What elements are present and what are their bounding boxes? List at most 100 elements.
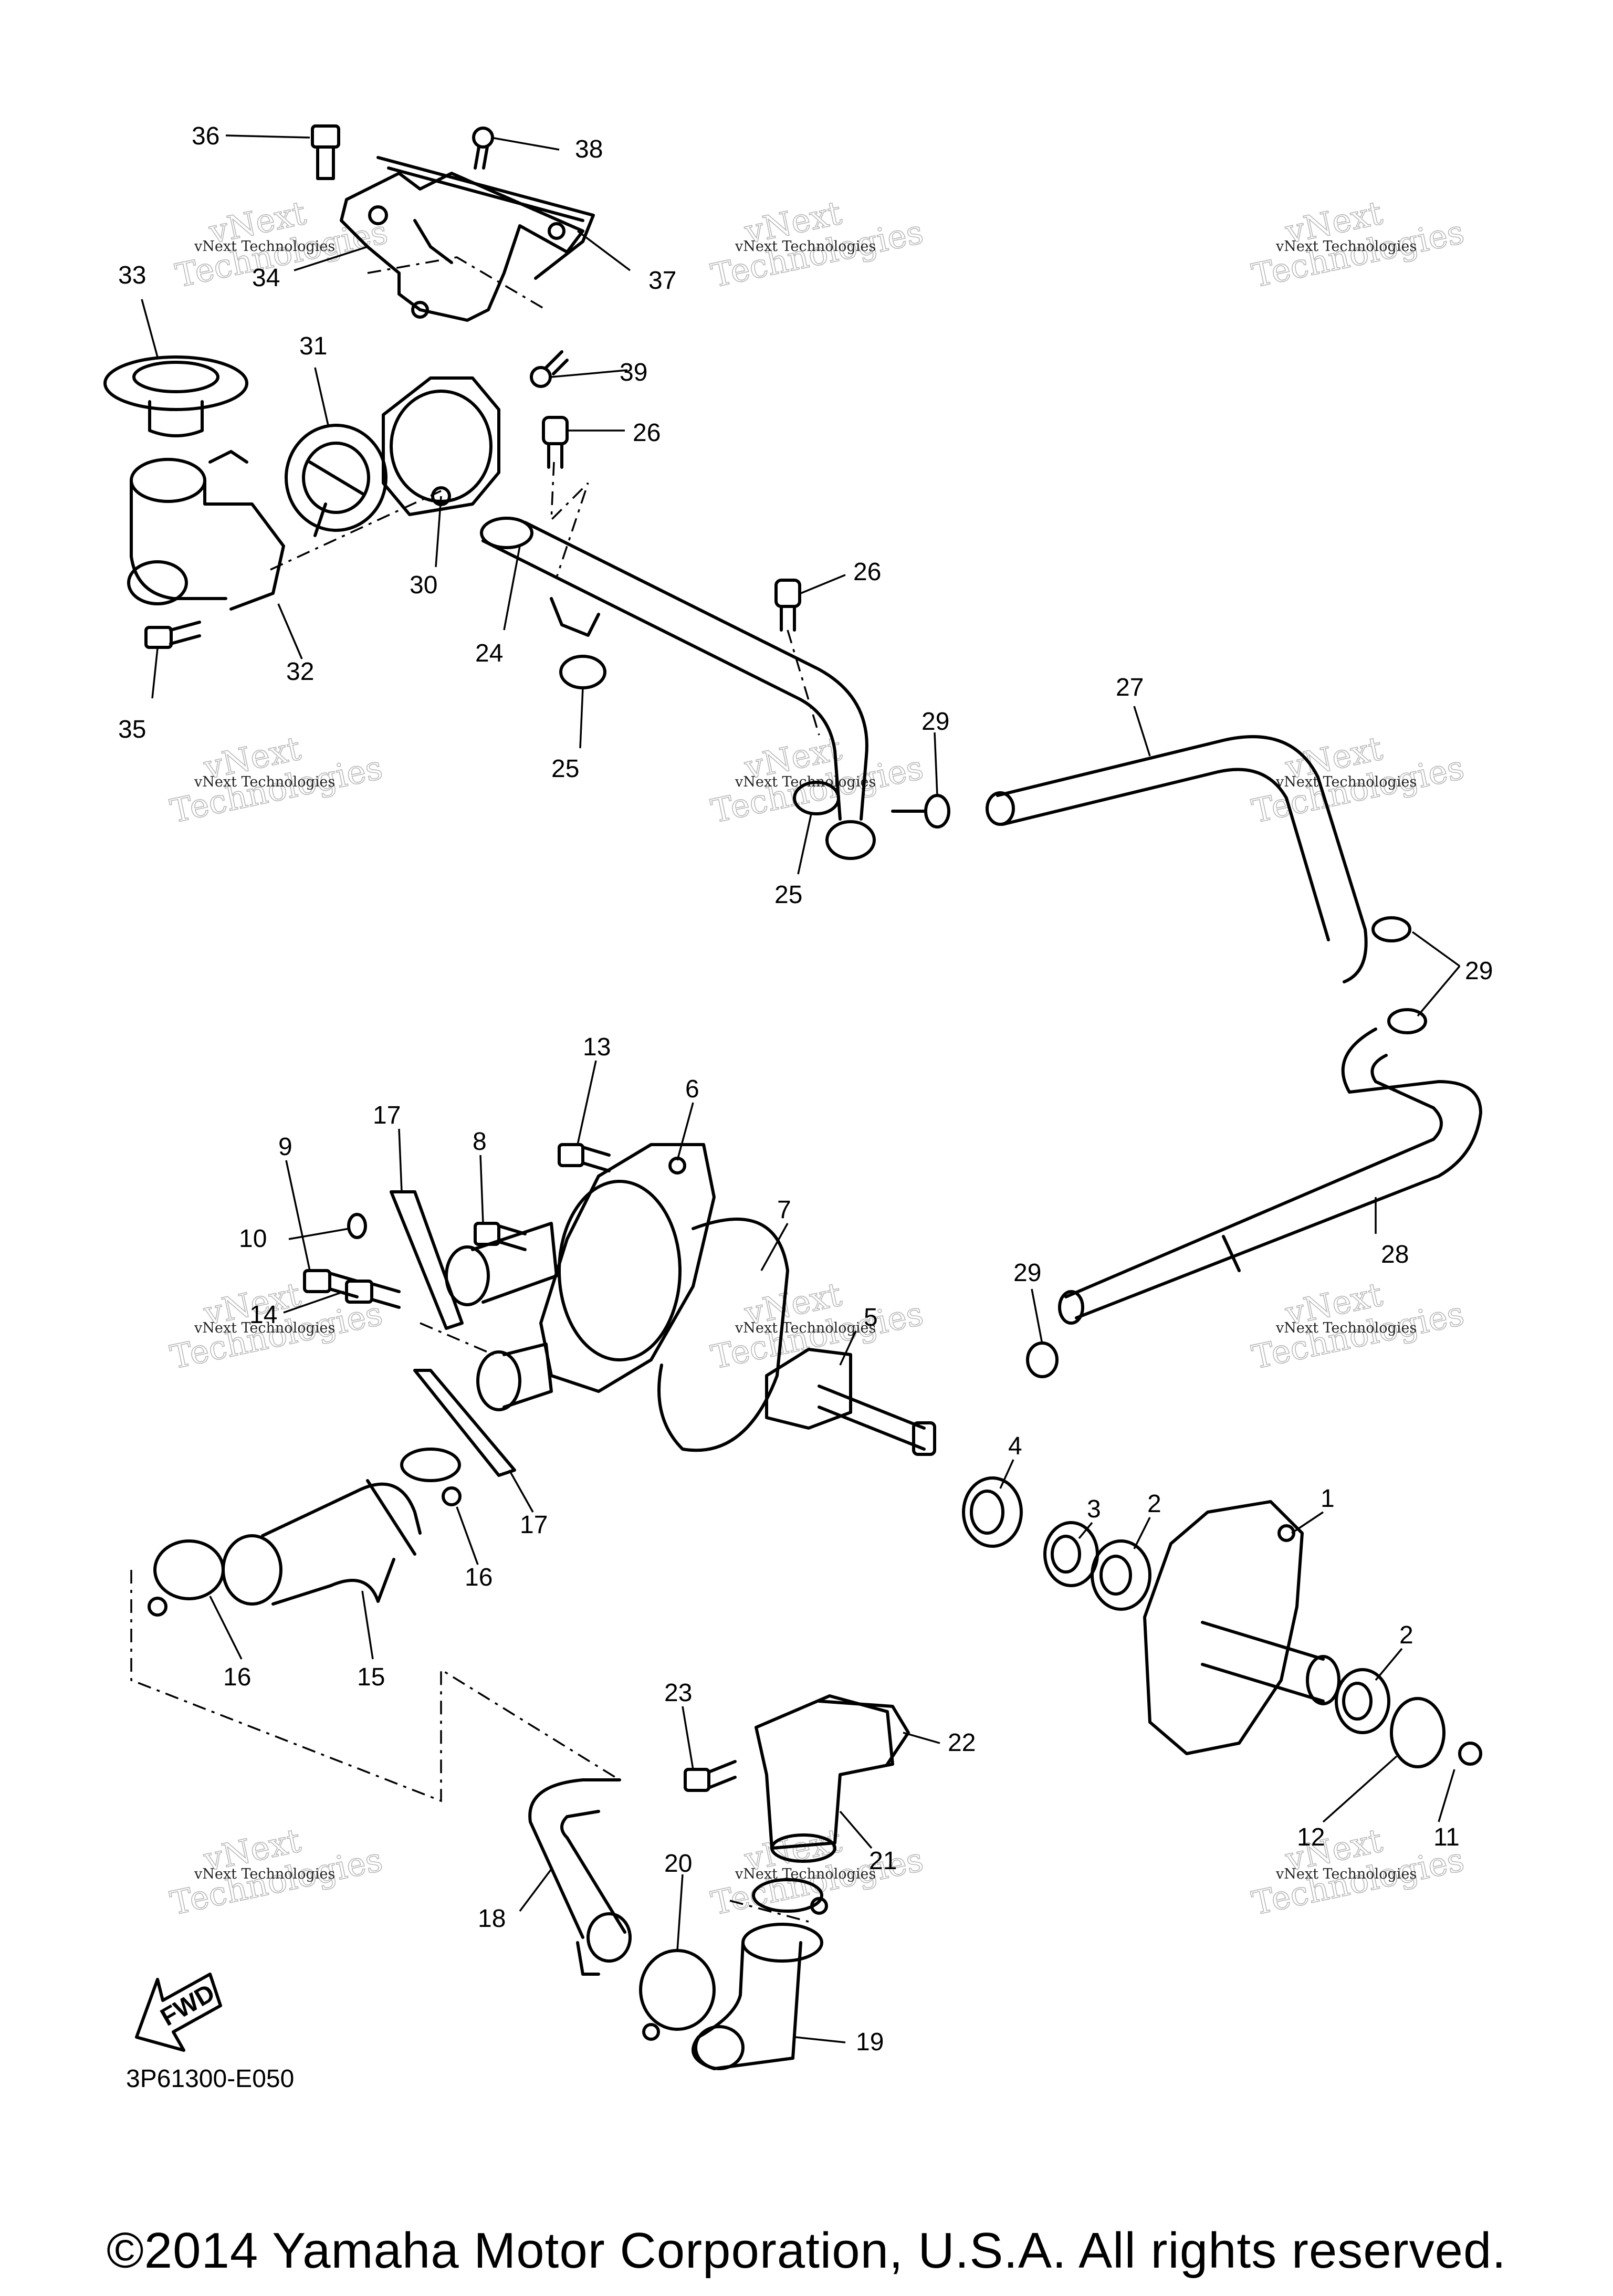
clamp-29-d: [1026, 1341, 1059, 1378]
watermark-small: vNext Technologies: [1275, 1320, 1417, 1336]
callout-17: 17: [373, 1102, 401, 1129]
callout-22: 22: [948, 1729, 976, 1757]
bearing-2-b: [1335, 1668, 1390, 1734]
bolt-13: [558, 1143, 611, 1172]
stay-37: [376, 156, 595, 280]
watermark: vNext Technologies: [1248, 1821, 1468, 1923]
callout-35: 35: [118, 716, 146, 743]
callout-11: 11: [1433, 1823, 1460, 1851]
bolt-9: [303, 1269, 359, 1298]
impeller-5: [765, 1348, 936, 1456]
elbow-19: [692, 1923, 823, 2070]
watermark: vNext Technologies: [1248, 1275, 1468, 1377]
clamp-20-lower: [639, 1949, 716, 2041]
callout-3: 3: [1087, 1495, 1101, 1523]
watermark-small: vNext Technologies: [194, 1320, 335, 1336]
watermark: vNext Technologies: [707, 1275, 927, 1377]
washer-10: [347, 1213, 367, 1239]
watermark: vNext Technologies: [1248, 729, 1468, 831]
watermark: vNext Technologies: [1248, 193, 1468, 296]
fitting-21: [755, 1694, 894, 1863]
hose-28: [1058, 1028, 1482, 1325]
clamp-20-upper: [752, 1878, 828, 1915]
callout-31: 31: [299, 332, 327, 360]
callout-36: 36: [192, 122, 219, 150]
callout-21: 21: [869, 1847, 897, 1875]
hose-15: [222, 1479, 422, 1606]
callouts: 1 2 2 3 4 5 6 7 8 9 10 11 12 13 14 15 16…: [118, 122, 1493, 2056]
copyright-notice: ©2014 Yamaha Motor Corporation, U.S.A. A…: [106, 2222, 1507, 2279]
watermark-small: vNext Technologies: [1275, 1866, 1417, 1882]
watermark-small: vNext Technologies: [735, 1320, 876, 1336]
callout-15: 15: [357, 1663, 385, 1691]
screw-39: [530, 350, 569, 388]
fwd-arrow-icon: FWD: [135, 1973, 222, 2052]
clamp-29-c: [1387, 1008, 1427, 1034]
callout-29: 29: [1013, 1259, 1041, 1287]
radiator-cap-33: [103, 355, 248, 437]
clamp-29-b: [1371, 916, 1411, 942]
outlet-elbow-32: [127, 450, 285, 611]
watermark-small: vNext Technologies: [735, 1866, 876, 1882]
callout-2: 2: [1147, 1490, 1161, 1518]
pipe-24: [480, 517, 876, 860]
watermark-small: vNext Technologies: [194, 774, 335, 790]
clamp-29-a: [891, 794, 950, 829]
pump-housing-6: [445, 1143, 716, 1411]
callout-25: 25: [551, 755, 579, 783]
callout-1: 1: [1321, 1485, 1335, 1513]
callout-24: 24: [475, 639, 503, 667]
watermark: vNext Technologies: [166, 1821, 386, 1923]
callout-39: 39: [620, 359, 647, 386]
screw-38: [472, 127, 494, 170]
callout-16: 16: [223, 1663, 251, 1691]
callout-29: 29: [1465, 957, 1493, 985]
watermark-small: vNext Technologies: [194, 238, 335, 255]
bolt-26-lower: [774, 579, 801, 632]
leader-lines: [141, 134, 1461, 2043]
watermark-small: vNext Technologies: [1275, 774, 1417, 790]
callout-38: 38: [575, 135, 603, 163]
o-ring-25-upper: [559, 655, 606, 689]
callout-7: 7: [777, 1196, 791, 1224]
clamp-16-lower: [148, 1539, 225, 1617]
oil-seal-4: [962, 1476, 1023, 1548]
callout-6: 6: [685, 1075, 699, 1103]
gasket-22: [818, 1700, 910, 1766]
hose-18: [528, 1778, 632, 1976]
bolt-14: [345, 1280, 401, 1309]
callout-29: 29: [921, 708, 949, 736]
thermostat-housing-30: [382, 376, 500, 516]
callout-5: 5: [864, 1304, 878, 1332]
hose-27: [986, 735, 1368, 983]
watermark-small: vNext Technologies: [735, 774, 876, 790]
callout-26: 26: [633, 419, 661, 447]
bolt-35: [144, 621, 201, 649]
bolt-26-upper: [542, 416, 569, 469]
gasket-7: [657, 1218, 789, 1452]
bolt-23: [684, 1760, 737, 1792]
callout-14: 14: [249, 1301, 277, 1329]
circlip-11: [1458, 1742, 1482, 1766]
callout-12: 12: [1297, 1823, 1325, 1851]
pump-cover-1: [1143, 1500, 1340, 1755]
clamp-16-upper: [400, 1448, 462, 1506]
callout-30: 30: [410, 571, 437, 599]
diagram-code: 3P61300-E050: [126, 2065, 295, 2093]
callout-26: 26: [853, 558, 881, 586]
callout-23: 23: [664, 1679, 692, 1707]
callout-25: 25: [774, 881, 802, 909]
plate-17-lower: [413, 1369, 516, 1477]
watermark-small: vNext Technologies: [1275, 238, 1417, 255]
callout-34: 34: [252, 264, 280, 292]
callout-4: 4: [1008, 1432, 1022, 1460]
parts: FWD: [103, 124, 1482, 2070]
o-ring-12: [1390, 1697, 1446, 1768]
callout-2: 2: [1399, 1621, 1413, 1649]
plate-17-upper: [390, 1190, 464, 1330]
callout-16: 16: [465, 1564, 493, 1591]
callout-20: 20: [664, 1850, 692, 1878]
bolt-36: [311, 124, 340, 180]
callout-17: 17: [520, 1511, 548, 1539]
callout-33: 33: [118, 261, 146, 289]
